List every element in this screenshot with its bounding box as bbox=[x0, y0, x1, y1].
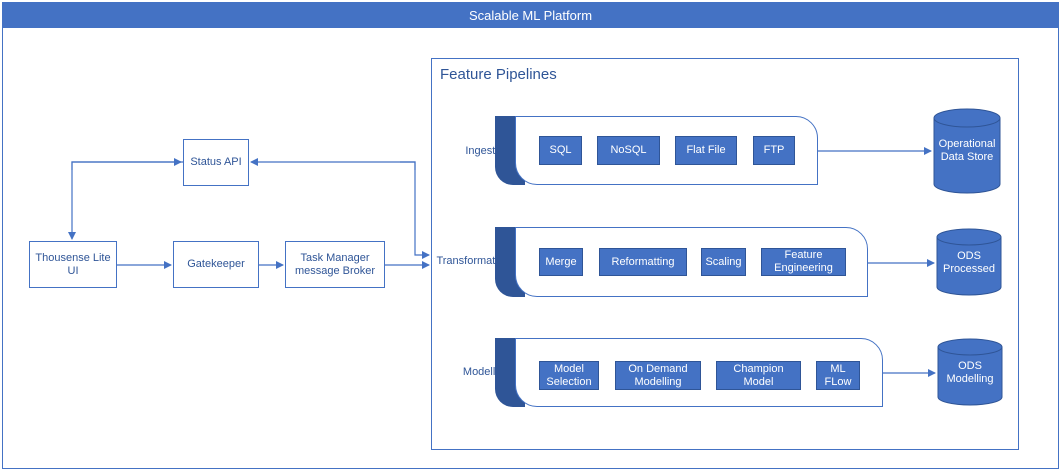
step-feature-engineering[interactable]: Feature Engineering bbox=[761, 248, 846, 276]
status-api-box[interactable]: Status API bbox=[183, 139, 249, 186]
step-on-demand-modelling[interactable]: On Demand Modelling bbox=[615, 361, 701, 390]
step-reformatting-label: Reformatting bbox=[611, 255, 675, 268]
thousense-label-line1: Thousense Lite bbox=[35, 251, 111, 264]
step-on-demand-modelling-line1: On Demand bbox=[628, 362, 688, 375]
step-on-demand-modelling-line2: Modelling bbox=[634, 375, 682, 388]
task-manager-label-line2: message Broker bbox=[294, 264, 376, 277]
database-icon bbox=[936, 228, 1002, 296]
step-sql[interactable]: SQL bbox=[539, 136, 582, 165]
ods-modelling-line1: ODS bbox=[958, 360, 982, 372]
operational-data-store-db[interactable]: Operational Data Store bbox=[933, 108, 1001, 194]
step-flat-file-label: Flat File bbox=[686, 144, 726, 156]
step-feature-engineering-line1: Feature bbox=[784, 249, 823, 261]
step-nosql-label: NoSQL bbox=[610, 144, 647, 156]
step-ml-flow-line2: FLow bbox=[824, 375, 852, 388]
step-merge[interactable]: Merge bbox=[539, 248, 583, 276]
thousense-lite-ui-box[interactable]: Thousense Lite UI bbox=[29, 241, 117, 288]
step-model-selection-line2: Selection bbox=[546, 375, 592, 388]
task-manager-box[interactable]: Task Manager message Broker bbox=[285, 241, 385, 288]
step-feature-engineering-line2: Engineering bbox=[774, 262, 833, 274]
ods-processed-line1: ODS bbox=[957, 250, 981, 262]
step-champion-model-line1: Champion bbox=[733, 362, 784, 375]
step-ftp[interactable]: FTP bbox=[753, 136, 795, 165]
ods-modelling-line2: Modelling bbox=[946, 373, 994, 385]
step-reformatting[interactable]: Reformatting bbox=[599, 248, 687, 276]
step-champion-model-line2: Model bbox=[743, 375, 774, 388]
database-icon bbox=[933, 108, 1001, 194]
status-api-label: Status API bbox=[190, 156, 242, 168]
operational-data-store-line2: Data Store bbox=[940, 151, 994, 163]
transformation-label: Transformation bbox=[436, 255, 510, 267]
ods-modelling-db[interactable]: ODS Modelling bbox=[937, 338, 1003, 406]
step-nosql[interactable]: NoSQL bbox=[597, 136, 660, 165]
task-manager-label-line1: Task Manager bbox=[300, 251, 370, 264]
ods-processed-db[interactable]: ODS Processed bbox=[936, 228, 1002, 296]
feature-pipelines-title: Feature Pipelines bbox=[440, 66, 557, 83]
ods-processed-line2: Processed bbox=[943, 263, 995, 275]
step-sql-label: SQL bbox=[549, 144, 572, 156]
step-scaling[interactable]: Scaling bbox=[701, 248, 746, 276]
step-flat-file[interactable]: Flat File bbox=[675, 136, 737, 165]
thousense-label-line2: UI bbox=[67, 264, 79, 277]
gatekeeper-label: Gatekeeper bbox=[187, 258, 245, 270]
step-model-selection-line1: Model bbox=[554, 362, 584, 375]
step-champion-model[interactable]: Champion Model bbox=[716, 361, 801, 390]
database-icon bbox=[937, 338, 1003, 406]
step-ml-flow[interactable]: ML FLow bbox=[816, 361, 860, 390]
step-model-selection[interactable]: Model Selection bbox=[539, 361, 599, 390]
step-merge-label: Merge bbox=[545, 255, 577, 268]
step-ml-flow-line1: ML bbox=[830, 362, 846, 375]
step-scaling-label: Scaling bbox=[705, 255, 742, 268]
operational-data-store-line1: Operational bbox=[938, 138, 996, 150]
gatekeeper-box[interactable]: Gatekeeper bbox=[173, 241, 259, 288]
step-ftp-label: FTP bbox=[763, 144, 785, 156]
platform-title: Scalable ML Platform bbox=[2, 2, 1059, 28]
